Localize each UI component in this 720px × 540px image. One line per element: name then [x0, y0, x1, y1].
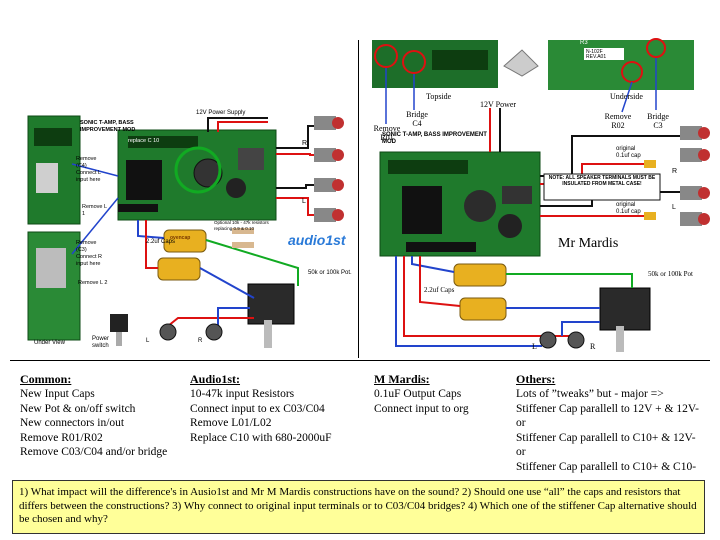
note-remove-c3: Remove (C3) Connect R input here — [76, 240, 102, 267]
column-heading: Others: — [516, 372, 556, 386]
right-note: NOTE: ALL SPEAKER TERMINALS MUST BE INSU… — [548, 175, 656, 187]
label-original-top: original 0.1uf cap — [616, 146, 641, 159]
right-board-title: SONIC T-AMP, BASS IMPROVEMENT MOD — [382, 132, 487, 145]
question-box: 1) What impact will the difference's in … — [12, 480, 705, 534]
left-pot — [247, 283, 295, 325]
column-line: or — [516, 446, 526, 458]
column-mardis: M Mardis: 0.1uF Output Caps Connect inpu… — [374, 372, 469, 416]
left-power-label: 12V Power Supply — [196, 110, 246, 116]
left-replace-label: replace C 10 — [128, 138, 160, 144]
note-remove-c4: Remove (C4) Connect L input here — [76, 156, 101, 183]
column-line: Stiffener Cap parallell to C10+ & C10- — [516, 460, 697, 473]
column-line: Connect input to ex C03/C04 — [190, 402, 325, 415]
right-input-caps — [453, 263, 507, 321]
column-line: New connectors in/out — [20, 417, 125, 429]
left-rca-connectors — [314, 116, 344, 222]
column-line: Stiffener Cap parallell to C10+ & 12V- — [516, 431, 696, 444]
column-line: Replace C10 with 680-2000uF — [190, 431, 332, 444]
column-audio1st: Audio1st: 10-47k input Resistors Connect… — [190, 372, 332, 445]
left-resistor-label: Optional 10k - 47k resistors replacing 0… — [214, 220, 269, 231]
left-r-label: R — [302, 140, 308, 147]
right-input-r-jack — [567, 331, 585, 349]
note-remove-l1: Remove L 1 — [82, 204, 107, 217]
left-input-r-jack — [205, 323, 223, 341]
column-line: Remove R01/R02 — [20, 431, 103, 444]
column-line: or — [516, 417, 526, 429]
top-view-label: Top View — [36, 110, 61, 116]
label-remove-r01: Remove R01 — [373, 124, 401, 142]
label-bridge-c4: Bridge C4 — [406, 110, 428, 128]
column-line: Remove L01/L02 — [190, 417, 272, 429]
right-pot — [599, 287, 651, 331]
column-common: Common: New Input Caps New Pot & on/off … — [20, 372, 167, 460]
vertical-divider — [358, 40, 359, 358]
label-topside: Topside — [426, 92, 452, 101]
note-remove-l2: Remove L 2 — [78, 280, 108, 286]
right-r-label: R — [672, 168, 678, 175]
under-view-label: Under View — [34, 340, 65, 346]
column-line: Lots of ”tweaks” but - major => — [516, 388, 664, 400]
column-line: 10-47k input Resistors — [190, 388, 295, 400]
column-line: Connect input to org — [374, 402, 469, 415]
horizontal-divider — [10, 360, 710, 361]
left-diagram-svg — [27, 115, 344, 348]
chip-label-r3: R3 — [580, 40, 588, 46]
column-line: New Pot & on/off switch — [20, 402, 136, 415]
chip-label-code: N-102F REV.A01 — [586, 49, 607, 60]
power-switch-label: Power switch — [92, 336, 110, 349]
left-input-l-jack — [159, 323, 177, 341]
right-l-label: L — [672, 204, 676, 211]
chip-image — [503, 49, 539, 77]
left-diagram: Top View Under View SONIC T-AMP, BASS IM… — [18, 108, 358, 358]
right-caps-label: 2.2uf Caps — [424, 286, 455, 294]
column-line: 0.1uF Output Caps — [374, 388, 462, 400]
left-l-label: L — [302, 198, 306, 205]
left-board-title: SONIC T-AMP, BASS IMPROVEMENT MOD — [80, 120, 136, 133]
column-heading: M Mardis: — [374, 372, 430, 386]
label-underside: Underside — [610, 92, 643, 101]
right-diagram: Remove R01 Bridge C4 Topside Underside R… — [362, 36, 720, 358]
right-bottom-l: L — [532, 342, 537, 351]
right-rca-connectors — [680, 126, 710, 226]
column-line: New Input Caps — [20, 388, 95, 400]
right-diagram-svg — [372, 38, 710, 352]
left-caps-label: 2.2uf Caps — [146, 239, 176, 245]
column-others: Others: Lots of ”tweaks” but - major => … — [516, 372, 699, 474]
label-original-bottom: original 0.1uf cap — [616, 202, 641, 215]
column-line: Remove C03/C04 and/or bridge — [20, 446, 168, 458]
right-bottom-r: R — [590, 342, 596, 351]
column-line: Stiffener Cap parallell to 12V + & 12V- — [516, 402, 699, 415]
underside-photo — [548, 40, 694, 90]
left-input-l-label: L — [146, 338, 150, 344]
right-power-label: 12V Power — [480, 100, 517, 109]
label-bridge-c3: Bridge C3 — [647, 112, 669, 130]
right-pot-label: 50k or 100k Pot — [648, 270, 693, 278]
left-pot-label: 50k or 100k Pot. — [308, 270, 352, 276]
audio1st-logo: audio1st — [288, 232, 346, 248]
left-cap-brand: ovencap — [170, 235, 191, 241]
column-heading: Audio1st: — [190, 372, 241, 386]
question-text: 1) What impact will the difference's in … — [19, 486, 697, 525]
label-remove-r02: Remove R02 — [604, 112, 632, 130]
right-input-l-jack — [539, 331, 557, 349]
column-heading: Common: — [20, 372, 72, 386]
left-input-r-label: R — [198, 338, 203, 344]
mr-mardis-label: Mr Mardis — [558, 236, 619, 251]
power-switch-body — [110, 314, 128, 332]
